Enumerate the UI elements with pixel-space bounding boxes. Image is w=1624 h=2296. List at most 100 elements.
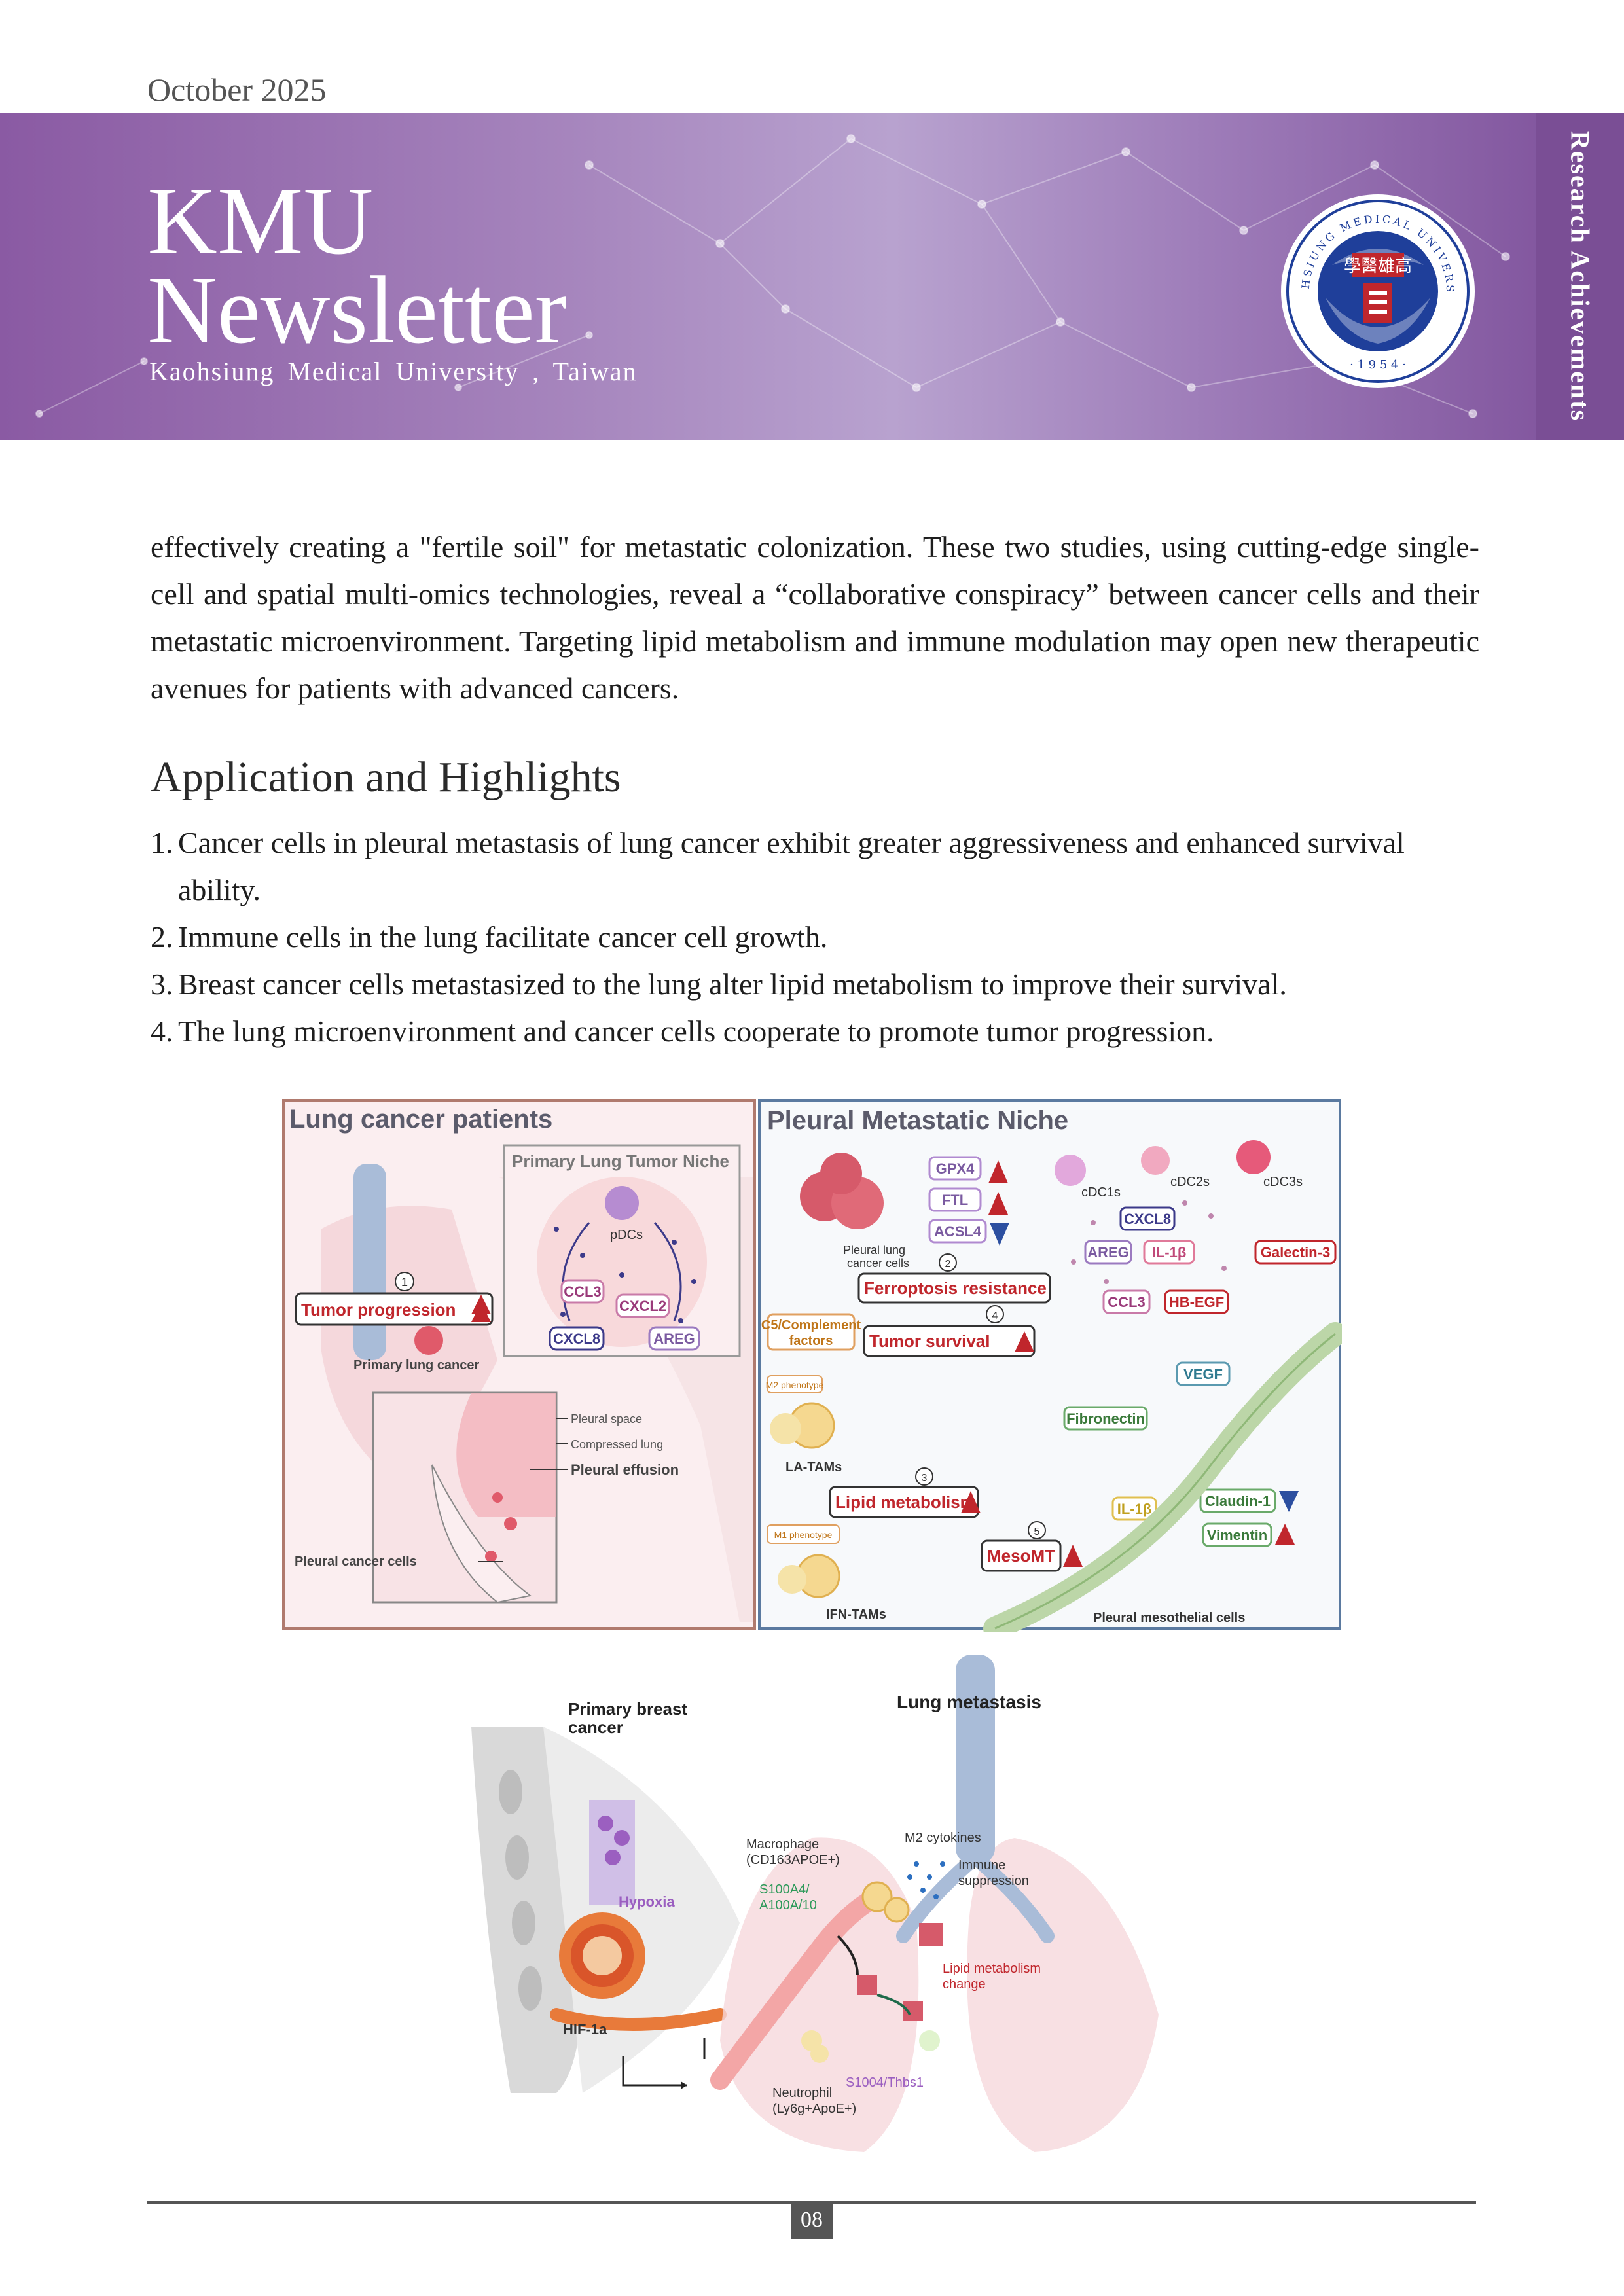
label-cxcl8: CXCL8 (553, 1331, 600, 1347)
issue-date: October 2025 (147, 71, 327, 108)
label-lipid-change-2: change (943, 1977, 986, 1992)
figure-pleural-metastasis: Lung cancer patients Primary Lung Tumor … (282, 1099, 1342, 1632)
label-pleural-lung-2: cancer cells (847, 1257, 909, 1270)
cdc3-cell (1236, 1140, 1271, 1174)
label-neutrophil-2: (Ly6g+ApoE+) (772, 2102, 856, 2116)
cdc1-cell (1055, 1155, 1086, 1186)
highlights-list: 1.Cancer cells in pleural metastasis of … (151, 819, 1486, 1055)
label-galectin3: Galectin-3 (1261, 1244, 1330, 1261)
cdc2-cell (1141, 1146, 1170, 1175)
university-seal-logo: 學醫雄高 KAOHSIUNG MEDICAL UNIVERSITY · 1 9 … (1280, 193, 1475, 388)
label-primary-breast-1: Primary breast (568, 1699, 687, 1719)
blood-vessel (710, 1887, 887, 2090)
label-fibronectin: Fibronectin (1066, 1410, 1145, 1427)
list-item: 3.Breast cancer cells metastasized to th… (151, 967, 1287, 1001)
label-mesomt: MesoMT (987, 1546, 1055, 1566)
label-la-tams: LA-TAMs (785, 1460, 842, 1475)
label-vimentin: Vimentin (1207, 1527, 1268, 1543)
label-primary-breast-2: cancer (568, 1717, 623, 1737)
label-r-areg: AREG (1087, 1244, 1129, 1261)
label-mesothelial: Pleural mesothelial cells (1093, 1611, 1245, 1625)
label-gpx4: GPX4 (936, 1160, 975, 1177)
left-lung (720, 1837, 919, 2152)
step-4: 4 (992, 1310, 998, 1321)
label-lung-metastasis: Lung metastasis (897, 1692, 1041, 1712)
label-ferroptosis: Ferroptosis resistance (864, 1278, 1047, 1298)
right-lung (967, 1838, 1159, 2152)
up-arrow-icon (961, 1491, 981, 1513)
step-3: 3 (922, 1473, 928, 1484)
panel-title-right: Pleural Metastatic Niche (767, 1106, 1068, 1135)
side-tab-label: Research Achievements (1565, 130, 1595, 422)
label-areg: AREG (653, 1331, 695, 1347)
figure-breast-lung-metastasis: Hypoxia HIF-1a Primary breast cancer Lun… (471, 1655, 1159, 2152)
label-il1b: IL-1β (1152, 1244, 1187, 1261)
seal-year: · 1 9 5 4 · (1350, 358, 1406, 372)
panel-title-left: Lung cancer patients (289, 1105, 552, 1134)
up-arrow-icon (988, 1160, 1008, 1183)
label-macrophage-1: Macrophage (746, 1837, 819, 1852)
label-hbegf: HB-EGF (1169, 1294, 1224, 1310)
banner-title-newsletter: Newsletter (147, 257, 568, 364)
trachea (353, 1164, 386, 1360)
up-arrow-icon (1015, 1331, 1034, 1352)
label-macrophage-2: (CD163APOE+) (746, 1853, 840, 1867)
label-primary-lung-cancer: Primary lung cancer (353, 1358, 480, 1372)
label-tumor-progression: Tumor progression (301, 1300, 456, 1319)
label-pleural-space: Pleural space (571, 1412, 642, 1426)
list-item: 2.Immune cells in the lung facilitate ca… (151, 920, 828, 954)
primary-lung-tumor (414, 1326, 443, 1355)
page-number: 08 (791, 2201, 833, 2239)
macrophage-cell (861, 1881, 893, 1912)
label-lipid-change-1: Lipid metabolism (943, 1962, 1041, 1976)
up-arrow-icon (1275, 1524, 1295, 1545)
label-pleural-cancer-cells: Pleural cancer cells (295, 1554, 417, 1569)
label-m2-cytokines: M2 cytokines (905, 1831, 981, 1845)
label-m1-phenotype: M1 phenotype (774, 1530, 833, 1540)
label-hypoxia: Hypoxia (619, 1893, 675, 1910)
list-item: 4.The lung microenvironment and cancer c… (151, 1014, 1214, 1048)
label-acsl4: ACSL4 (934, 1223, 982, 1240)
label-s100a4-2: A100A/10 (759, 1898, 817, 1912)
step-5: 5 (1034, 1526, 1040, 1537)
label-claudin1: Claudin-1 (1205, 1493, 1271, 1509)
seal-emblem-text: 學醫雄高 (1344, 257, 1412, 276)
label-c5-1: C5/Complement (761, 1318, 861, 1333)
label-neutrophil-1: Neutrophil (772, 2086, 832, 2100)
up-arrow-icon (1063, 1545, 1083, 1567)
step-2: 2 (945, 1259, 951, 1270)
down-arrow-icon (1279, 1491, 1299, 1512)
label-cdc2s: cDC2s (1170, 1175, 1210, 1189)
label-s1004: S1004/Thbs1 (846, 2075, 924, 2090)
section-side-tab: Research Achievements (1536, 113, 1624, 440)
label-compressed-lung: Compressed lung (571, 1438, 663, 1451)
label-cxcl2: CXCL2 (619, 1298, 666, 1314)
label-il1b-2: IL-1β (1117, 1501, 1152, 1517)
label-r-ccl3: CCL3 (1108, 1294, 1145, 1310)
label-pleural-effusion: Pleural effusion (571, 1462, 679, 1478)
step-1: 1 (401, 1276, 408, 1289)
label-ftl: FTL (942, 1192, 968, 1208)
label-r-cxcl8: CXCL8 (1124, 1211, 1171, 1227)
label-pdcs: pDCs (610, 1228, 643, 1242)
intro-paragraph: effectively creating a "fertile soil" fo… (151, 530, 1479, 705)
section-heading: Application and Highlights (151, 753, 621, 801)
label-lipid-metabolism: Lipid metabolism (835, 1492, 975, 1512)
label-immune-1: Immune (958, 1858, 1005, 1873)
pdc-cell (605, 1186, 639, 1220)
label-vegf: VEGF (1183, 1366, 1223, 1382)
label-tumor-survival: Tumor survival (869, 1331, 990, 1351)
label-c5-2: factors (789, 1334, 833, 1348)
newsletter-banner: KMU Newsletter Kaohsiung Medical Univers… (0, 113, 1624, 440)
label-pleural-lung-1: Pleural lung (843, 1244, 905, 1257)
up-arrow-icon (988, 1192, 1008, 1215)
trachea-2 (956, 1655, 995, 1864)
list-item: 1.Cancer cells in pleural metastasis of … (151, 826, 1405, 906)
label-ifn-tams: IFN-TAMs (826, 1607, 886, 1622)
inset-title: Primary Lung Tumor Niche (512, 1151, 729, 1171)
label-hif1a: HIF-1a (563, 2021, 607, 2037)
label-cdc1s: cDC1s (1081, 1185, 1121, 1200)
banner-title-kmu: KMU (147, 168, 374, 275)
banner-subtitle: Kaohsiung Medical University , Taiwan (149, 357, 638, 386)
label-cdc3s: cDC3s (1263, 1175, 1303, 1189)
